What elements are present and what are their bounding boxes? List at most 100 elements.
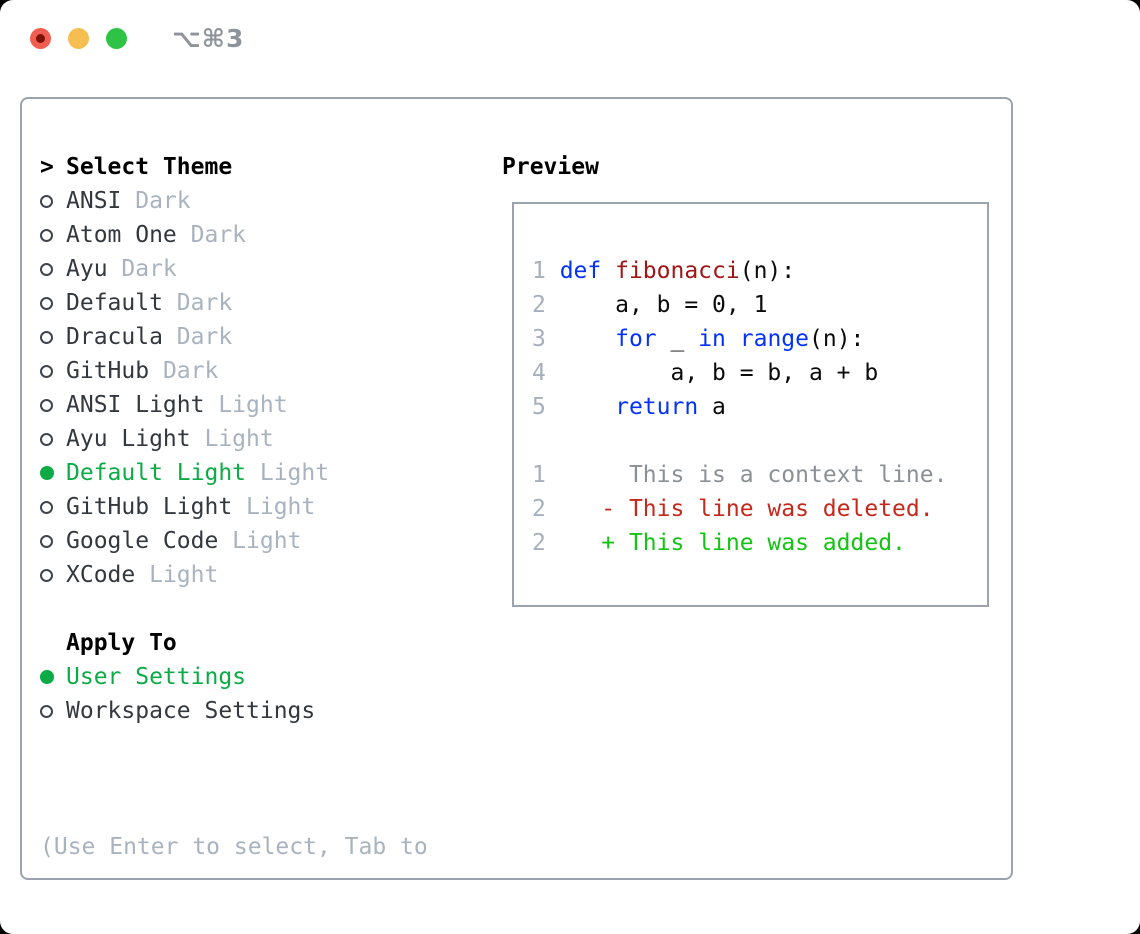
- theme-option-ayu-light[interactable]: Ayu Light Light: [40, 422, 480, 456]
- option-variant-tag: Light: [204, 392, 288, 418]
- close-button[interactable]: [30, 27, 51, 49]
- code-token: [546, 530, 601, 556]
- select-theme-title: Select Theme: [66, 154, 233, 180]
- help-text: (Use Enter to select, Tab to change focu…: [40, 762, 480, 934]
- code-token: 3: [532, 326, 546, 352]
- radio-unselected-icon: [40, 704, 66, 718]
- help-line: (Use Enter to select, Tab to: [40, 834, 428, 860]
- code-line: 5 return a: [532, 390, 987, 424]
- option-variant-tag: Light: [135, 562, 219, 588]
- code-line: 2 a, b = 0, 1: [532, 288, 987, 322]
- option-label: Dracula: [66, 324, 163, 350]
- code-token: This is a context line.: [628, 462, 948, 488]
- theme-option-default[interactable]: Default Dark: [40, 286, 480, 320]
- titlebar: ⌥⌘3: [0, 0, 1140, 76]
- code-token: + This line was added.: [601, 530, 906, 556]
- theme-option-dracula[interactable]: Dracula Dark: [40, 320, 480, 354]
- radio-unselected-icon: [40, 432, 66, 446]
- code-token: [546, 496, 601, 522]
- theme-option-ansi-light[interactable]: ANSI Light Light: [40, 388, 480, 422]
- code-token: for: [615, 326, 657, 352]
- focus-caret-icon: >: [40, 154, 54, 180]
- select-theme-header: > Select Theme: [40, 150, 480, 184]
- radio-unselected-icon: [40, 568, 66, 582]
- code-token: [546, 462, 629, 488]
- radio-unselected-icon: [40, 228, 66, 242]
- code-token: a, b = b, a + b: [545, 360, 879, 386]
- code-token: [726, 326, 740, 352]
- radio-unselected-icon: [40, 364, 66, 378]
- radio-selected-icon: [40, 670, 66, 684]
- code-token: 2: [532, 496, 546, 522]
- code-token: return: [615, 394, 699, 420]
- option-variant-tag: Dark: [162, 324, 233, 350]
- code-token: 5: [532, 394, 546, 420]
- section-gap: [40, 592, 480, 626]
- radio-unselected-icon: [40, 296, 66, 310]
- option-label: ANSI: [66, 188, 122, 214]
- minimize-button[interactable]: [68, 27, 89, 49]
- apply-option-user-settings[interactable]: User Settings: [40, 660, 480, 694]
- theme-option-xcode[interactable]: XCode Light: [40, 558, 480, 592]
- option-label: Default: [66, 290, 163, 316]
- option-label: Default Light: [66, 460, 247, 486]
- theme-option-google-code[interactable]: Google Code Light: [40, 524, 480, 558]
- apply-option-workspace-settings[interactable]: Workspace Settings: [40, 694, 480, 728]
- code-token: [546, 394, 615, 420]
- option-label: Google Code: [66, 528, 219, 554]
- theme-option-ayu[interactable]: Ayu Dark: [40, 252, 480, 286]
- radio-unselected-icon: [40, 534, 66, 548]
- radio-unselected-icon: [40, 262, 66, 276]
- radio-selected-icon: [40, 466, 66, 480]
- theme-option-ansi[interactable]: ANSI Dark: [40, 184, 480, 218]
- code-line: 4 a, b = b, a + b: [532, 356, 987, 390]
- option-label: GitHub Light: [66, 494, 233, 520]
- option-label: GitHub: [66, 358, 150, 384]
- code-line: 1 def fibonacci(n):: [532, 254, 987, 288]
- code-token: 2: [532, 292, 546, 318]
- code-token: a: [698, 394, 726, 420]
- code-token: fibonacci: [615, 258, 740, 284]
- option-variant-tag: Dark: [121, 188, 191, 214]
- code-token: def: [559, 258, 616, 284]
- code-line: [532, 424, 987, 458]
- code-token: range: [739, 326, 810, 352]
- close-dot-icon: [36, 33, 45, 43]
- maximize-button[interactable]: [106, 27, 127, 49]
- option-label: Workspace Settings: [66, 698, 316, 724]
- code-line: 1 This is a context line.: [532, 458, 987, 492]
- code-token: 4: [532, 360, 546, 386]
- radio-unselected-icon: [40, 398, 66, 412]
- code-token: [546, 326, 615, 352]
- option-label: ANSI Light: [66, 392, 205, 418]
- code-token: - This line was deleted.: [601, 496, 934, 522]
- theme-option-atom-one[interactable]: Atom One Dark: [40, 218, 480, 252]
- theme-option-github-light[interactable]: GitHub Light Light: [40, 490, 480, 524]
- radio-unselected-icon: [40, 500, 66, 514]
- radio-unselected-icon: [40, 330, 66, 344]
- code-line: 2 + This line was added.: [532, 526, 987, 560]
- option-variant-tag: Dark: [162, 290, 233, 316]
- code-token: (n):: [739, 258, 796, 284]
- option-variant-tag: Light: [246, 460, 330, 486]
- option-label: Ayu Light: [66, 426, 191, 452]
- code-line: 2 - This line was deleted.: [532, 492, 987, 526]
- option-label: Ayu: [66, 256, 108, 282]
- apply-to-title: Apply To: [66, 630, 177, 656]
- option-label: User Settings: [66, 664, 247, 690]
- preview-header: Preview: [502, 150, 1002, 184]
- window-title-shortcut: ⌥⌘3: [172, 23, 245, 53]
- theme-option-default-light[interactable]: Default Light Light: [40, 456, 480, 490]
- code-token: a, b = 0, 1: [545, 292, 768, 318]
- theme-option-github[interactable]: GitHub Dark: [40, 354, 480, 388]
- code-token: 1: [532, 258, 560, 284]
- option-variant-tag: Light: [218, 528, 302, 554]
- code-token: in: [698, 326, 726, 352]
